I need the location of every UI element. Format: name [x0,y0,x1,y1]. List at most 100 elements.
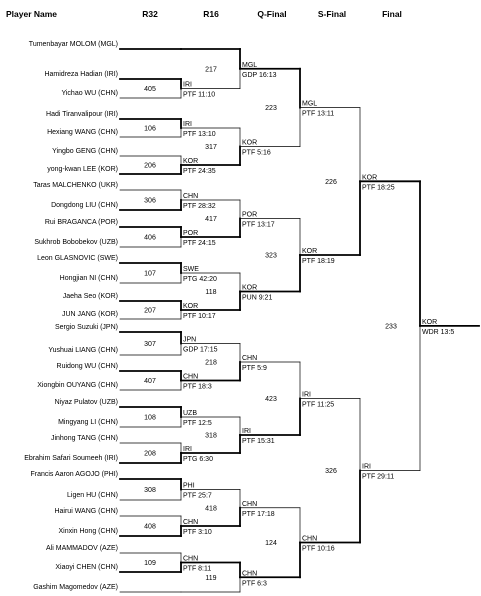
r32-match-number: 206 [144,163,156,170]
sf-score: PTF 18:25 [362,184,395,191]
r32-score: PTF 28:32 [183,203,216,210]
qf-match-number: 223 [265,105,277,112]
r32-winner: CHN [183,374,198,381]
player-name: yong-kwan LEE (KOR) [47,166,118,173]
qf-score: PTF 18:19 [302,258,335,265]
player-name: Rui BRAGANCA (POR) [45,219,118,226]
player-name: Niyaz Pulatov (UZB) [55,399,118,406]
r32-winner: KOR [183,158,198,165]
r32-winner: CHN [183,556,198,563]
r32-match-number: 109 [144,560,156,567]
r32-winner: JPN [183,337,196,344]
r16-score: PTF 5:9 [242,365,267,372]
player-name: Ali MAMMADOV (AZE) [46,545,118,552]
sf-winner: IRI [362,464,371,471]
r32-winner: CHN [183,193,198,200]
r32-match-number: 308 [144,487,156,494]
r32-winner: IRI [183,121,192,128]
r16-winner: POR [242,212,257,219]
qf-score: PTF 13:11 [302,111,334,118]
r16-match-number: 118 [205,289,216,296]
qf-match-number: 423 [265,396,277,403]
r16-match-number: 317 [205,144,217,151]
r32-score: PTF 25:7 [183,493,212,500]
qf-match-number: 323 [265,253,277,260]
header-sf: S-Final [318,9,346,19]
player-name: Gashim Magomedov (AZE) [33,584,118,591]
player-name: Yingbo GENG (CHN) [52,148,118,155]
player-name: Sukhrob Bobobekov (UZB) [34,239,118,246]
qf-winner: IRI [302,392,311,399]
r32-score: PTF 8:11 [183,566,211,573]
player-name: Xiaoyi CHEN (CHN) [55,564,118,571]
qf-score: PTF 10:16 [302,546,335,553]
player-name: Xiongbin OUYANG (CHN) [37,382,118,389]
r16-winner: IRI [242,428,251,435]
r16-score: PTF 6:3 [242,580,267,587]
header-qf: Q-Final [257,9,286,19]
r16-winner: MGL [242,62,257,69]
player-name: Yushuai LIANG (CHN) [48,347,118,354]
qf-match-number: 124 [265,540,277,547]
r32-score: PTF 3:10 [183,529,212,536]
r16-match-number: 119 [205,575,216,582]
final-winner: KOR [422,319,437,326]
r32-match-number: 106 [144,126,156,133]
player-name: Ebrahim Safari Soumeeh (IRI) [24,455,118,462]
r32-winner: POR [183,230,198,237]
player-name: Francis Aaron AGOJO (PHI) [30,471,118,478]
sf-winner: KOR [362,174,377,181]
r32-winner: KOR [183,303,198,310]
r32-winner: IRI [183,82,192,89]
player-name: Hongjian NI (CHN) [60,275,118,282]
r32-winner: SWE [183,266,199,273]
player-name: Mingyang LI (CHN) [58,419,118,426]
r16-winner: CHN [242,501,257,508]
r32-winner: IRI [183,446,192,453]
player-name: Sergio Suzuki (JPN) [55,324,118,331]
player-name: Leon GLASNOVIC (SWE) [37,255,118,262]
r16-match-number: 318 [205,433,217,440]
qf-winner: CHN [302,536,317,543]
sf-match-number: 226 [325,179,337,186]
player-name: Ruidong WU (CHN) [57,363,118,370]
player-name: Dongdong LIU (CHN) [51,202,118,209]
player-name: Jinhong TANG (CHN) [51,435,118,442]
player-name: Hadi Tiranvalipour (IRI) [46,111,118,118]
player-name: Jaeha Seo (KOR) [63,293,118,300]
r32-match-number: 208 [144,451,156,458]
player-name: Tumenbayar MOLOM (MGL) [29,41,118,48]
r16-winner: KOR [242,140,257,147]
r32-score: GDP 17:15 [183,347,218,354]
r32-winner: CHN [183,519,198,526]
r16-score: PTF 17:18 [242,511,275,518]
r16-winner: CHN [242,355,257,362]
r32-match-number: 107 [144,271,156,278]
r32-score: PTG 6:30 [183,456,213,463]
r32-score: PTF 11:10 [183,92,215,99]
r32-match-number: 207 [144,308,156,315]
r32-score: PTF 24:15 [183,240,216,247]
player-name: Ligen HU (CHN) [67,492,118,499]
r32-score: PTF 12:5 [183,420,212,427]
r32-match-number: 406 [144,235,156,242]
r32-winner: PHI [183,483,195,490]
header-r16: R16 [203,9,219,19]
r16-winner: CHN [242,570,257,577]
qf-winner: MGL [302,101,317,108]
r32-match-number: 307 [144,341,156,348]
r32-match-number: 407 [144,378,156,385]
player-name: JUN JANG (KOR) [62,311,118,318]
player-name: Hamidreza Hadian (IRI) [44,71,118,78]
qf-score: PTF 11:25 [302,402,334,409]
r16-score: PUN 9:21 [242,295,272,302]
header-final: Final [382,9,402,19]
player-name: Xinxin Hong (CHN) [58,528,118,535]
r16-score: PTF 13:17 [242,222,275,229]
r32-match-number: 306 [144,198,156,205]
player-name: Yichao WU (CHN) [61,90,118,97]
header-player-name: Player Name [6,9,57,19]
player-name: Hairui WANG (CHN) [54,508,118,515]
r16-winner: KOR [242,285,257,292]
